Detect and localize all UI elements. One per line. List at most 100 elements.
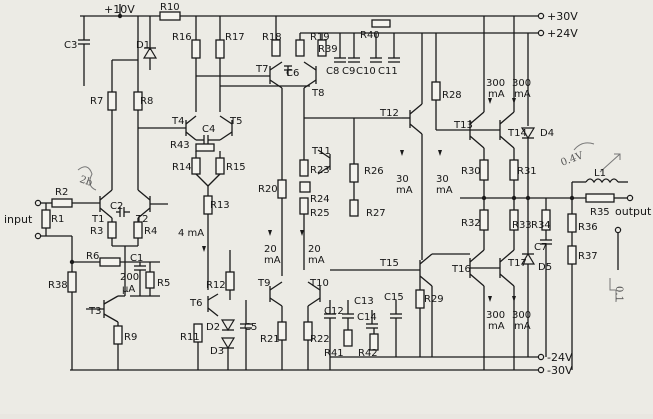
label-c13: C13: [354, 296, 374, 307]
label-r10: R10: [160, 2, 180, 13]
current-200ua-value: 200: [120, 272, 139, 283]
label-r12: R12: [206, 280, 226, 291]
output-label: output: [615, 205, 652, 218]
label-d2: D2: [206, 322, 220, 333]
current-300ma-3-unit: mA: [488, 321, 505, 332]
label-d5: D5: [538, 262, 552, 273]
label-r2: R2: [55, 187, 68, 198]
current-30ma-b-unit: mA: [436, 185, 453, 196]
label-r9: R9: [124, 332, 137, 343]
label-r4: R4: [144, 226, 157, 237]
current-20ma-b-unit: mA: [308, 255, 325, 266]
label-r14: R14: [172, 162, 192, 173]
label-r34: R34: [531, 220, 551, 231]
current-20ma-a-unit: mA: [264, 255, 281, 266]
label-t10: T10: [309, 278, 329, 289]
label-r16: R16: [172, 32, 192, 43]
current-200ua-unit: µA: [122, 284, 135, 295]
label-r41: R41: [324, 348, 344, 359]
rail-label-plus24v: +24V: [547, 27, 578, 40]
label-t17: T17: [507, 258, 527, 269]
input-label: input: [4, 213, 33, 226]
label-t7: T7: [255, 64, 268, 75]
label-d3: D3: [210, 346, 224, 357]
current-30ma-a-value: 30: [396, 174, 409, 185]
label-r27: R27: [366, 208, 386, 219]
label-c15: C15: [384, 292, 404, 303]
label-r1: R1: [51, 214, 64, 225]
current-300ma-3-value: 300: [486, 310, 505, 321]
label-t13: T13: [453, 120, 473, 131]
label-r32: R32: [461, 218, 481, 229]
label-c5: C5: [244, 322, 257, 333]
label-r28: R28: [442, 90, 462, 101]
label-t1: T1: [91, 214, 104, 225]
handwritten-note-0-1: 0.1: [613, 286, 624, 302]
label-r8: R8: [140, 96, 153, 107]
label-c7: C7: [534, 242, 547, 253]
current-4ma: 4 mA: [178, 228, 204, 239]
label-r13: R13: [210, 200, 230, 211]
label-t6: T6: [189, 298, 202, 309]
label-c11: C11: [378, 66, 398, 77]
current-300ma-2-unit: mA: [514, 89, 531, 100]
label-r15: R15: [226, 162, 246, 173]
label-r39: R39: [318, 44, 338, 55]
current-300ma-4-value: 300: [512, 310, 531, 321]
label-r21: R21: [260, 334, 280, 345]
label-r35: R35: [590, 207, 610, 218]
label-t2: T2: [135, 214, 148, 225]
label-t12: T12: [379, 108, 399, 119]
label-c1: C1: [130, 253, 143, 264]
label-t14: T14: [507, 128, 527, 139]
label-r18: R18: [262, 32, 282, 43]
current-30ma-b-value: 30: [436, 174, 449, 185]
current-300ma-1-unit: mA: [488, 89, 505, 100]
handwritten-note-0-4v: 0.4V: [559, 150, 585, 169]
label-r40: R40: [360, 30, 380, 41]
current-300ma-1-value: 300: [486, 78, 505, 89]
label-c4: C4: [202, 124, 215, 135]
label-c12: C12: [324, 306, 344, 317]
rail-label-minus30v: -30V: [547, 364, 573, 377]
label-r29: R29: [424, 294, 444, 305]
label-r33: R33: [512, 220, 532, 231]
label-c3: C3: [64, 40, 77, 51]
pencil-annotations: [77, 142, 621, 302]
rail-label-plus30v: +30V: [547, 10, 578, 23]
label-t9: T9: [257, 278, 270, 289]
label-t5: T5: [229, 116, 242, 127]
label-r3: R3: [90, 226, 103, 237]
label-r19: R19: [310, 32, 330, 43]
label-d1: D1: [136, 40, 150, 51]
handwritten-note-2b: 2b: [78, 174, 94, 189]
label-r7: R7: [90, 96, 103, 107]
label-r43: R43: [170, 140, 190, 151]
label-r22: R22: [310, 334, 330, 345]
label-r36: R36: [578, 222, 598, 233]
label-r23: R23: [310, 165, 330, 176]
label-c6: C6: [286, 68, 299, 79]
current-300ma-4-unit: mA: [514, 321, 531, 332]
current-20ma-b-value: 20: [308, 244, 321, 255]
label-t15: T15: [379, 258, 399, 269]
label-t3: T3: [88, 306, 101, 317]
label-r5: R5: [157, 278, 170, 289]
label-r11: R11: [180, 332, 200, 343]
label-r31: R31: [517, 166, 537, 177]
input-stage: [34, 11, 181, 370]
current-30ma-a-unit: mA: [396, 185, 413, 196]
label-c14: C14: [357, 312, 377, 323]
label-c2: C2: [110, 201, 123, 212]
component-labels: R1 R2 R3 R4 R5 R6 R7 R8 R9 R10 R11 R12 R…: [48, 2, 610, 359]
label-l1: L1: [594, 168, 606, 179]
label-r6: R6: [86, 251, 99, 262]
driver-stage: [138, 16, 420, 370]
current-300ma-2-value: 300: [512, 78, 531, 89]
label-c9: C9: [342, 66, 355, 77]
label-t4: T4: [171, 116, 184, 127]
label-r42: R42: [358, 348, 378, 359]
label-t16: T16: [451, 264, 471, 275]
